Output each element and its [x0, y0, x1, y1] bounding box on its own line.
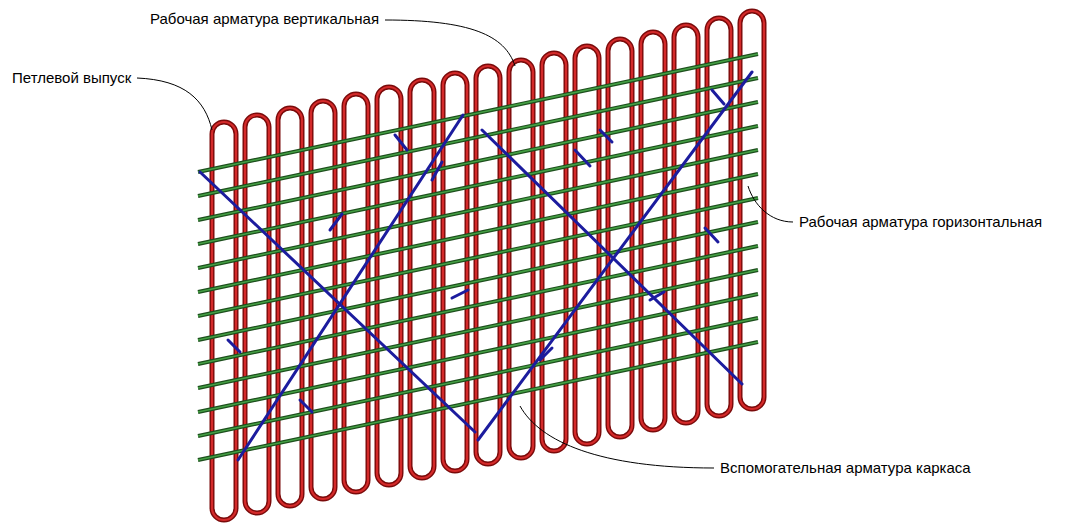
part-label: Петлевой выпуск — [10, 69, 133, 87]
leader-lines — [137, 20, 793, 468]
part-label: Рабочая арматура вертикальная — [148, 10, 381, 28]
part-label: Вспомогательная арматура каркаса — [718, 459, 973, 477]
auxiliary-bars — [200, 72, 752, 460]
vertical-loop-bars — [212, 11, 764, 520]
horizontal-bars — [198, 54, 758, 460]
leader-line — [520, 406, 714, 468]
leader-line — [748, 186, 793, 222]
leader-line — [385, 20, 515, 66]
leader-line — [137, 78, 212, 130]
part-label: Рабочая арматура горизонтальная — [797, 213, 1044, 231]
